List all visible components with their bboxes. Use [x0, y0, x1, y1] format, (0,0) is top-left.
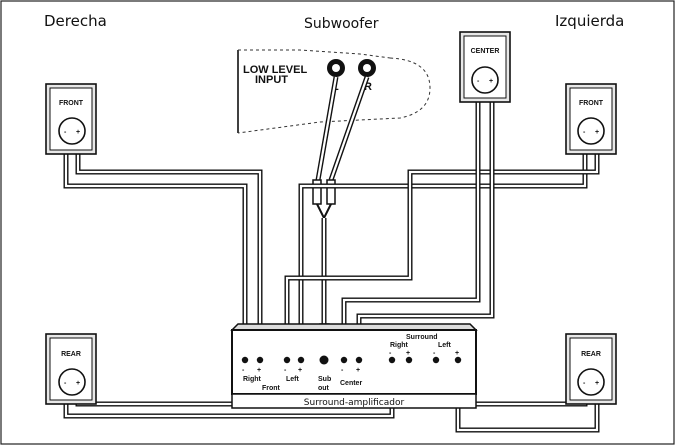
amp-label-left: Left	[286, 376, 300, 383]
jack-r-label: R	[364, 81, 372, 93]
amp-label-surround: Surround	[406, 334, 438, 341]
svg-text:+: +	[455, 350, 459, 357]
rear-right-label: REAR	[581, 351, 601, 358]
svg-text:+: +	[356, 367, 360, 374]
svg-text:-: -	[284, 367, 287, 374]
title-derecha: Derecha	[44, 12, 107, 30]
amp-label-sub: Sub	[318, 376, 331, 383]
speaker-cone-icon	[577, 368, 605, 396]
svg-text:-: -	[583, 380, 586, 387]
svg-text:-: -	[341, 367, 344, 374]
speaker-rear-left: REAR - +	[45, 333, 97, 405]
svg-text:+: +	[298, 367, 302, 374]
amp-label-front: Front	[262, 385, 281, 392]
svg-text:-: -	[477, 78, 480, 85]
speaker-center: CENTER - +	[459, 31, 511, 103]
amp-label-surround-right: Right	[390, 342, 409, 349]
svg-text:+: +	[406, 350, 410, 357]
svg-text:+: +	[76, 129, 80, 136]
speaker-front-left: FRONT - +	[45, 83, 97, 155]
low-level-label-1: LOW LEVEL	[243, 64, 307, 76]
svg-text:-: -	[389, 350, 392, 357]
amp-label-out: out	[318, 385, 330, 392]
speaker-cone-icon	[577, 117, 605, 145]
speaker-cone-icon	[471, 66, 499, 94]
amp-label-center: Center	[340, 380, 362, 387]
speaker-rear-right: REAR - +	[565, 333, 617, 405]
amp-terminals	[241, 355, 462, 365]
svg-text:-: -	[433, 350, 436, 357]
amp-label-surround-left: Left	[438, 342, 452, 349]
svg-text:+: +	[595, 129, 599, 136]
low-level-label-2: INPUT	[255, 74, 288, 86]
svg-text:+: +	[76, 380, 80, 387]
title-subwoofer: Subwoofer	[304, 16, 379, 32]
svg-text:-: -	[583, 129, 586, 136]
svg-text:+: +	[257, 367, 261, 374]
amplifier-name: Surround-amplificador	[304, 398, 405, 408]
front-left-label: FRONT	[59, 100, 84, 107]
svg-text:-: -	[242, 367, 245, 374]
svg-text:-: -	[64, 129, 67, 136]
title-izquierda: Izquierda	[555, 12, 624, 30]
svg-text:-: -	[64, 380, 67, 387]
speaker-cone-icon	[58, 368, 86, 396]
surround-amplifier: Surround-amplificador - + - + - + - + - …	[230, 323, 478, 409]
speaker-cone-icon	[58, 117, 86, 145]
svg-text:+: +	[489, 78, 493, 85]
amp-label-right: Right	[243, 376, 262, 383]
center-label: CENTER	[471, 48, 500, 55]
svg-text:+: +	[595, 380, 599, 387]
front-right-label: FRONT	[579, 100, 604, 107]
speaker-front-right: FRONT - +	[565, 83, 617, 155]
rear-left-label: REAR	[61, 351, 81, 358]
